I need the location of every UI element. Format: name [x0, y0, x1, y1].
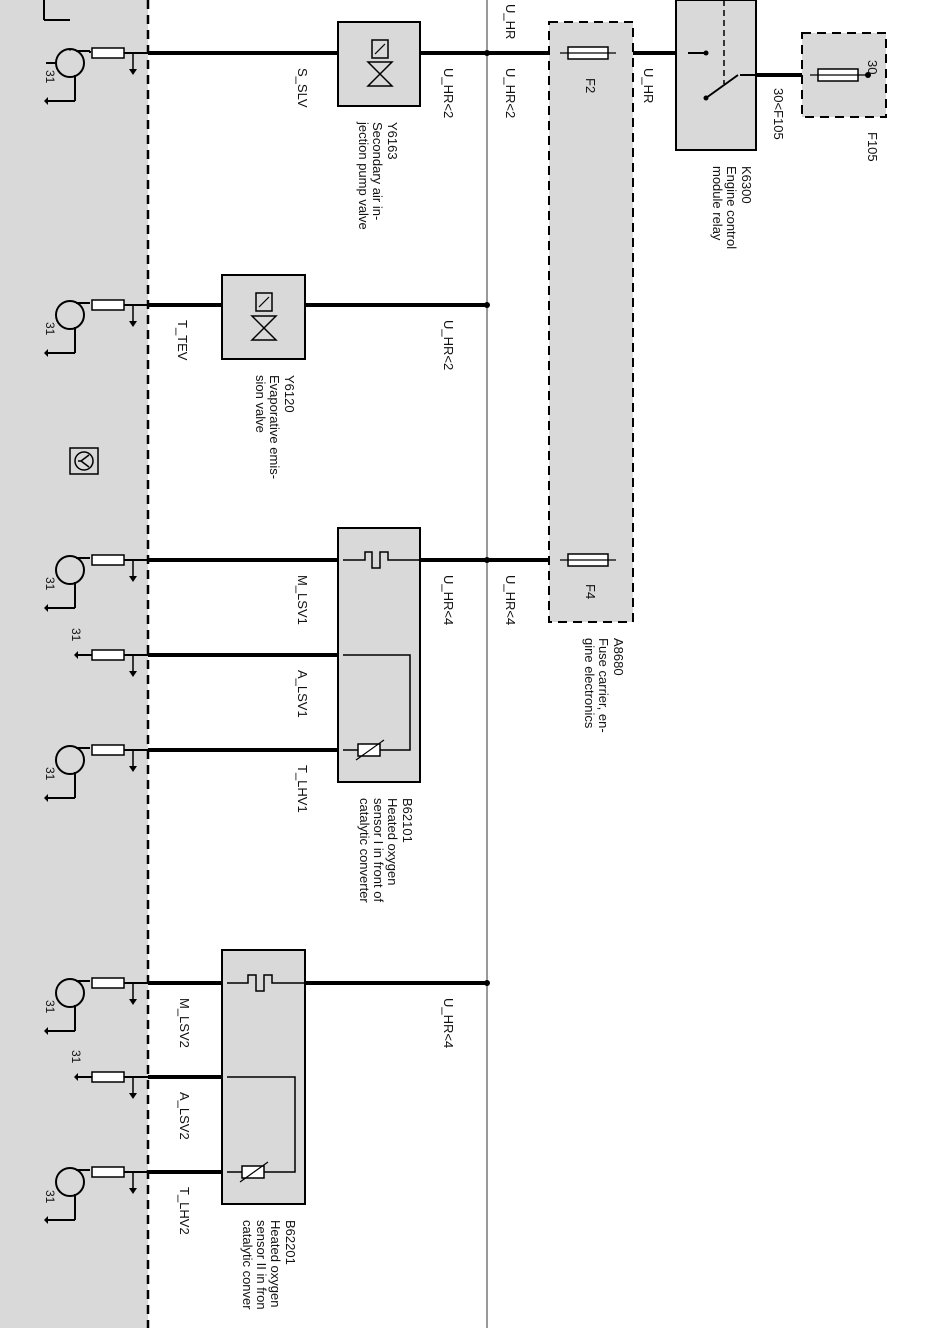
- wire-labels: S_SLV T_TEV M_LSV1 A_LSV1 T_LHV1 M_LSV2 …: [175, 4, 786, 1235]
- pin-31-label: 31: [43, 1000, 57, 1014]
- wire-label-m-lsv1: M_LSV1: [295, 575, 310, 625]
- component-id: F105: [865, 132, 880, 162]
- component-b62201-label: B62201 Heated oxygen sensor II in fron c…: [240, 1220, 298, 1310]
- pin-31-label: 31: [43, 322, 57, 336]
- oxygen-sensor-b62201: [221, 949, 306, 1205]
- wire-label-a-lsv2: A_LSV2: [177, 1092, 192, 1140]
- relay-k6300: [675, 0, 757, 151]
- component-y6120-label: Y6120 Evaporative emis- sion valve: [253, 375, 297, 479]
- component-id: B62201: [283, 1220, 298, 1265]
- ground-pin-labels: 31 31 31 31 31 31 31 31: [43, 70, 83, 1204]
- input-stage-a-lsv1: [74, 649, 148, 677]
- component-y6163-label: Y6163 Secondary air in- jection pump val…: [356, 121, 400, 230]
- component-desc: jection pump valve: [356, 121, 371, 230]
- component-desc: catalytic conver: [240, 1220, 255, 1310]
- output-stage-t-tev: [44, 299, 148, 357]
- component-desc: sensor I in front of: [371, 798, 386, 902]
- component-desc: module relay: [710, 166, 725, 241]
- valve-y6120: [221, 274, 306, 360]
- fuse-terminal-30: 30: [865, 60, 880, 74]
- component-desc: sion valve: [253, 375, 268, 433]
- component-id: K6300: [739, 166, 754, 204]
- ecu-symbol-icon: [69, 447, 99, 475]
- component-a8680-label: A8680 Fuse carrier, en- gine electronics: [582, 638, 626, 733]
- component-desc: catalytic converter: [357, 798, 372, 903]
- output-stage-t-lhv1: [44, 744, 148, 802]
- pin-31-label: 31: [69, 1050, 83, 1064]
- wire-label-u-hr-2: U_HR<2: [441, 320, 456, 370]
- component-desc: Evaporative emis-: [267, 375, 282, 479]
- valve-y6163: [337, 21, 421, 107]
- output-stage-s-slv: [44, 47, 148, 105]
- wire-label-u-hr-4: U_HR<4: [441, 998, 456, 1048]
- component-desc: Secondary air in-: [370, 122, 385, 220]
- component-id: A8680: [611, 638, 626, 676]
- oxygen-sensor-b62101: [337, 527, 421, 783]
- pin-31-label: 31: [43, 1190, 57, 1204]
- wire-label-s-slv: S_SLV: [295, 68, 310, 108]
- component-desc: Heated oxygen: [268, 1220, 283, 1307]
- pin-31-label: 31: [43, 577, 57, 591]
- component-desc: sensor II in fron: [254, 1220, 269, 1310]
- wire-label-t-lhv2: T_LHV2: [177, 1187, 192, 1235]
- component-desc: Heated oxygen: [385, 798, 400, 885]
- engine-control-unit: [0, 0, 150, 1328]
- component-desc: Fuse carrier, en-: [596, 638, 611, 733]
- output-stage-m-lsv1: [44, 554, 148, 612]
- pin-31-label: 31: [43, 767, 57, 781]
- fuse-label-f4: F4: [583, 584, 598, 599]
- wire-label-u-hr-4: U_HR<4: [441, 575, 456, 625]
- component-k6300-label: K6300 Engine control module relay: [710, 166, 754, 249]
- wire-label-u-hr-4: U_HR<4: [503, 575, 518, 625]
- wire-label-u-hr-2: U_HR<2: [503, 68, 518, 118]
- component-id: Y6163: [385, 122, 400, 160]
- fuse-label-f2: F2: [583, 78, 598, 93]
- pin-31-label: 31: [69, 628, 83, 642]
- component-desc: Engine control: [724, 166, 739, 249]
- component-id: B62101: [400, 798, 415, 843]
- pin-31-label: 31: [43, 70, 57, 84]
- fuse-f105: [801, 32, 887, 118]
- component-f105-label: F105: [865, 132, 880, 162]
- wire-label-t-lhv1: T_LHV1: [295, 765, 310, 813]
- wire-label-30-f105: 30<F105: [771, 88, 786, 140]
- component-b62101-label: B62101 Heated oxygen sensor I in front o…: [357, 798, 415, 903]
- wire-label-u-hr: U_HR: [503, 4, 518, 39]
- wire-label-u-hr-2: U_HR<2: [441, 68, 456, 118]
- output-stage-m-lsv2: [44, 977, 148, 1035]
- wire-label-a-lsv1: A_LSV1: [295, 670, 310, 718]
- wire-label-t-tev: T_TEV: [175, 320, 190, 361]
- wire-label-m-lsv2: M_LSV2: [177, 998, 192, 1048]
- output-stage-t-lhv2: [44, 1166, 148, 1224]
- component-id: Y6120: [282, 375, 297, 413]
- input-stage-a-lsv2: [74, 1071, 148, 1099]
- wire-label-u-hr: U_HR: [641, 68, 656, 103]
- fuse-carrier-a8680: [548, 21, 634, 623]
- component-desc: gine electronics: [582, 638, 597, 729]
